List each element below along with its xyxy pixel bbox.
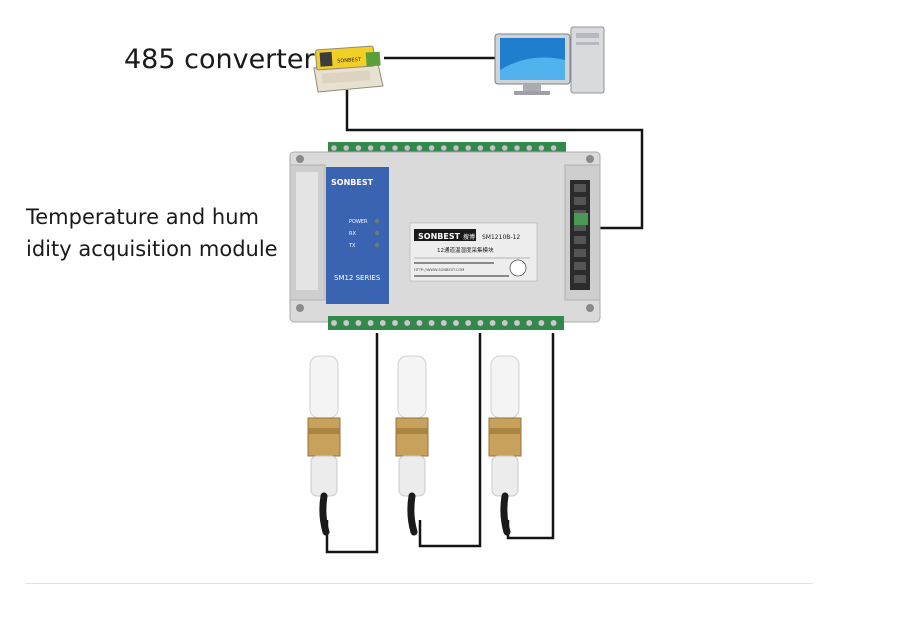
terminal-screw: [379, 319, 387, 327]
terminal-screw: [440, 144, 448, 152]
terminal-screw: [501, 144, 509, 152]
terminal-screw: [342, 144, 350, 152]
terminal-screw: [476, 319, 484, 327]
module-brand-panel: SONBEST: [331, 178, 374, 187]
terminal-screw: [367, 319, 375, 327]
sensor-cable: [407, 492, 418, 536]
sensor-brass-band: [308, 428, 340, 434]
converter-brand: SONBEST: [337, 57, 362, 65]
connector-slot: [574, 275, 586, 283]
terminal-screw: [391, 319, 399, 327]
terminal-screw: [452, 319, 460, 327]
sensor-gland: [491, 455, 519, 497]
terminal-screw: [416, 144, 423, 152]
led-rx-light: [374, 230, 380, 236]
terminal-screw: [354, 319, 362, 327]
wire-converter-to-module: [345, 90, 644, 230]
terminal-screw: [379, 144, 387, 152]
terminal-screw: [355, 144, 362, 152]
cert-mark: [509, 259, 527, 277]
module-led-power: POWER: [349, 219, 368, 225]
terminal-screw: [464, 319, 472, 327]
sensor-gland: [310, 455, 338, 497]
sensor-brass-band: [396, 428, 428, 434]
sensor-brass-band: [489, 428, 521, 434]
led-tx-light: [374, 242, 380, 248]
terminal-screw: [501, 319, 509, 327]
module-blue-panel: [326, 167, 389, 304]
sensor-cable: [319, 492, 330, 536]
terminal-screw: [391, 144, 399, 152]
sensor-brass-fitting: [488, 417, 522, 457]
terminal-screw: [428, 319, 436, 327]
led-power-light: [374, 218, 380, 224]
terminal-screw: [525, 319, 533, 327]
side-connector-plug: [574, 213, 588, 225]
acquisition-module: SONBEST POWER RX TX SM12 SERIES SONBEST …: [289, 142, 601, 330]
converter-device: SONBEST: [313, 45, 384, 93]
connector-slot: [574, 197, 586, 205]
sensor-cap: [490, 355, 520, 419]
sensor-cable: [500, 492, 511, 536]
connector-slot: [574, 249, 586, 257]
sensor-cap: [397, 355, 427, 419]
connector-slot: [574, 262, 586, 270]
sensor-gland: [398, 455, 426, 497]
computer-icon: [494, 26, 605, 95]
module-model: SM1210B-12: [482, 234, 520, 241]
terminal-screw: [489, 319, 497, 327]
module-brand-label: SONBEST: [418, 232, 461, 241]
sensor-probe: [307, 355, 341, 536]
connector-slot: [574, 223, 586, 231]
connector-slot: [574, 184, 586, 192]
sensor-cap: [309, 355, 339, 419]
connector-slot: [574, 236, 586, 244]
terminal-screw: [513, 319, 521, 327]
module-subtitle-cn: 12通道温湿度采集模块: [437, 246, 494, 254]
terminal-screw: [550, 144, 557, 152]
terminal-screw: [342, 319, 350, 327]
module-url: HTTP://WWW.SONBEST.COM: [414, 268, 464, 272]
side-connector: [570, 180, 590, 290]
wires: [325, 56, 644, 554]
bottom-screws: [330, 319, 558, 327]
terminal-screw: [428, 144, 435, 152]
sensor-probe: [395, 355, 429, 536]
wire-sensor-1: [325, 333, 379, 554]
terminal-screw: [550, 319, 558, 327]
terminal-screw: [403, 319, 411, 327]
terminal-screw: [538, 144, 545, 152]
module-label-line-1: Temperature and hum: [26, 205, 259, 229]
top-screws: [330, 144, 557, 152]
terminal-screw: [537, 319, 545, 327]
module-led-tx: TX: [348, 243, 356, 249]
module-brand-cn: 搜博: [463, 233, 475, 241]
terminal-screw: [403, 144, 411, 152]
terminal-screw: [415, 319, 423, 327]
temperature-humidity-sensors: [307, 355, 522, 536]
terminal-screw: [452, 144, 460, 152]
module-label-line-2: idity acquisition module: [26, 237, 278, 261]
module-led-rx: RX: [349, 231, 356, 237]
terminal-screw: [513, 144, 521, 152]
terminal-screw: [489, 144, 496, 152]
converter-label: 485 converter: [124, 44, 315, 75]
terminal-screw: [464, 144, 472, 152]
sensor-brass-fitting: [307, 417, 341, 457]
wire-sensor-2: [418, 333, 482, 548]
sensor-probe: [488, 355, 522, 536]
terminal-screw: [330, 144, 338, 152]
terminal-screw: [367, 144, 374, 152]
sensor-brass-fitting: [395, 417, 429, 457]
terminal-screw: [330, 319, 338, 327]
module-series: SM12 SERIES: [334, 274, 381, 282]
terminal-screw: [440, 319, 448, 327]
terminal-screw: [477, 144, 484, 152]
bottom-divider: [25, 583, 813, 584]
terminal-screw: [525, 144, 533, 152]
module-label: Temperature and hum idity acquisition mo…: [26, 201, 296, 265]
